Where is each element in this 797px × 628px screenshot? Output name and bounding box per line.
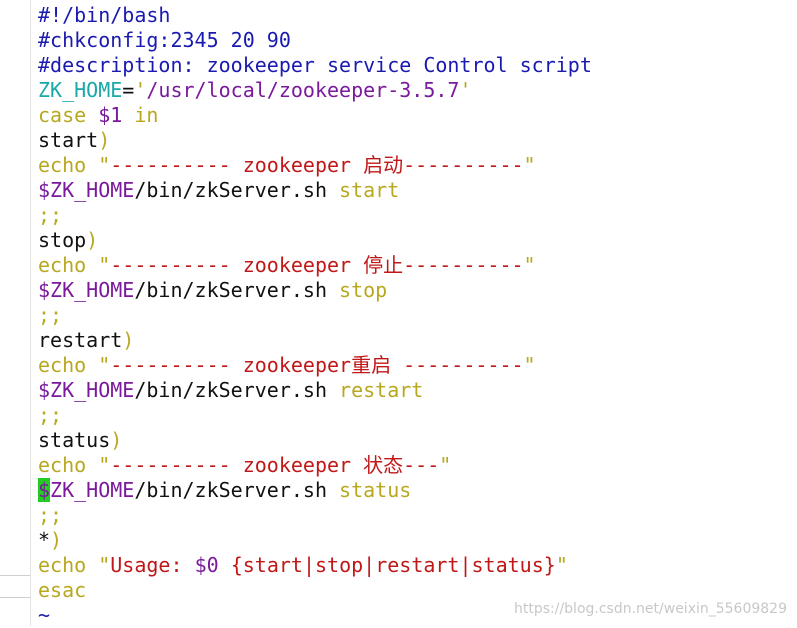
code-token-comment: ~ — [38, 603, 51, 627]
code-line[interactable]: $ZK_HOME/bin/zkServer.sh status — [38, 478, 797, 503]
code-token-keyword: ) — [86, 228, 99, 252]
code-token-variable: ZK_HOME — [50, 478, 135, 502]
code-token-keyword: " — [98, 553, 111, 577]
code-token-keyword: echo — [38, 553, 99, 577]
code-line[interactable]: echo "---------- zookeeper 启动----------" — [38, 153, 797, 178]
code-token-string: ---------- zookeeper重启 ---------- — [110, 353, 524, 377]
code-line[interactable]: ;; — [38, 303, 797, 328]
code-line[interactable]: $ZK_HOME/bin/zkServer.sh start — [38, 178, 797, 203]
code-token-plain: * — [38, 528, 51, 552]
code-token-keyword: esac — [38, 578, 87, 602]
code-token-keyword: " — [98, 353, 111, 377]
code-line[interactable]: #chkconfig:2345 20 90 — [38, 28, 797, 53]
code-token-string: ---------- zookeeper 启动---------- — [110, 153, 524, 177]
watermark: https://blog.csdn.net/weixin_55609829 — [513, 601, 787, 617]
text-cursor: $ — [38, 478, 51, 502]
code-line[interactable]: ;; — [38, 503, 797, 528]
code-line[interactable]: esac — [38, 578, 797, 603]
code-token-string: Usage: — [110, 553, 195, 577]
code-token-plain: restart — [38, 328, 123, 352]
code-token-string: ---------- zookeeper 状态--- — [110, 453, 440, 477]
code-line[interactable]: stop) — [38, 228, 797, 253]
code-token-variable: $ZK_HOME — [38, 178, 135, 202]
code-line[interactable]: echo "---------- zookeeper重启 ----------" — [38, 353, 797, 378]
code-token-variable: $0 — [194, 553, 219, 577]
code-line[interactable]: $ZK_HOME/bin/zkServer.sh restart — [38, 378, 797, 403]
code-token-comment: #chkconfig:2345 20 90 — [38, 28, 291, 52]
code-token-variable: $ZK_HOME — [38, 378, 135, 402]
code-token-keyword: status — [339, 478, 412, 502]
code-token-keyword: ;; — [38, 503, 63, 527]
code-token-keyword: ) — [110, 428, 123, 452]
code-line[interactable]: start) — [38, 128, 797, 153]
code-line[interactable]: status) — [38, 428, 797, 453]
code-token-keyword: case — [38, 103, 99, 127]
code-token-keyword: in — [122, 103, 159, 127]
code-token-keyword: " — [439, 453, 452, 477]
code-token-keyword: echo — [38, 453, 99, 477]
code-line[interactable]: echo "Usage: $0 {start|stop|restart|stat… — [38, 553, 797, 578]
code-token-keyword: " — [98, 153, 111, 177]
code-token-keyword: echo — [38, 353, 99, 377]
code-token-keyword: ' — [459, 78, 472, 102]
code-token-keyword: restart — [339, 378, 424, 402]
code-token-variable: $1 — [98, 103, 123, 127]
gutter-divider — [30, 0, 31, 626]
code-token-string: {start|stop|restart|status} — [218, 553, 556, 577]
editor-gutter — [0, 0, 30, 626]
code-token-plain: /bin/zkServer.sh — [134, 378, 340, 402]
code-token-keyword: " — [523, 153, 536, 177]
gutter-mark — [0, 597, 30, 598]
code-token-comment: #description: zookeeper service Control … — [38, 53, 592, 77]
code-token-plain: /bin/zkServer.sh — [134, 478, 340, 502]
code-editor[interactable]: #!/bin/bash#chkconfig:2345 20 90#descrip… — [38, 3, 797, 628]
code-line[interactable]: ZK_HOME='/usr/local/zookeeper-3.5.7' — [38, 78, 797, 103]
code-token-variable: /usr/local/zookeeper-3.5.7 — [146, 78, 460, 102]
code-line[interactable]: case $1 in — [38, 103, 797, 128]
code-token-keyword: ;; — [38, 403, 63, 427]
code-line[interactable]: ~ — [38, 603, 797, 628]
code-line[interactable]: *) — [38, 528, 797, 553]
code-token-plain: status — [38, 428, 111, 452]
code-token-keyword: " — [98, 453, 111, 477]
gutter-mark — [0, 575, 30, 576]
code-token-keyword: ) — [98, 128, 111, 152]
code-line[interactable]: echo "---------- zookeeper 停止----------" — [38, 253, 797, 278]
code-token-keyword: ) — [50, 528, 63, 552]
code-token-plain: /bin/zkServer.sh — [134, 278, 340, 302]
code-token-keyword: stop — [339, 278, 388, 302]
code-line[interactable]: restart) — [38, 328, 797, 353]
code-token-plain: stop — [38, 228, 87, 252]
code-token-plain: start — [38, 128, 99, 152]
code-token-keyword: echo — [38, 253, 99, 277]
code-token-keyword: start — [339, 178, 400, 202]
code-token-keyword: " — [98, 253, 111, 277]
code-line[interactable]: ;; — [38, 403, 797, 428]
code-token-plain: /bin/zkServer.sh — [134, 178, 340, 202]
code-token-variable: $ZK_HOME — [38, 278, 135, 302]
code-token-keyword: ;; — [38, 303, 63, 327]
code-token-plain: = — [122, 78, 135, 102]
code-line[interactable]: #description: zookeeper service Control … — [38, 53, 797, 78]
code-token-keyword: " — [555, 553, 568, 577]
code-token-constant: ZK_HOME — [38, 78, 123, 102]
code-token-keyword: " — [523, 353, 536, 377]
code-token-keyword: echo — [38, 153, 99, 177]
code-line[interactable]: ;; — [38, 203, 797, 228]
code-token-keyword: ' — [134, 78, 147, 102]
code-token-keyword: ;; — [38, 203, 63, 227]
code-token-comment: #!/bin/bash — [38, 3, 171, 27]
code-token-keyword: " — [523, 253, 536, 277]
code-token-keyword: ) — [122, 328, 135, 352]
code-token-string: ---------- zookeeper 停止---------- — [110, 253, 524, 277]
code-line[interactable]: echo "---------- zookeeper 状态---" — [38, 453, 797, 478]
code-line[interactable]: $ZK_HOME/bin/zkServer.sh stop — [38, 278, 797, 303]
code-line[interactable]: #!/bin/bash — [38, 3, 797, 28]
